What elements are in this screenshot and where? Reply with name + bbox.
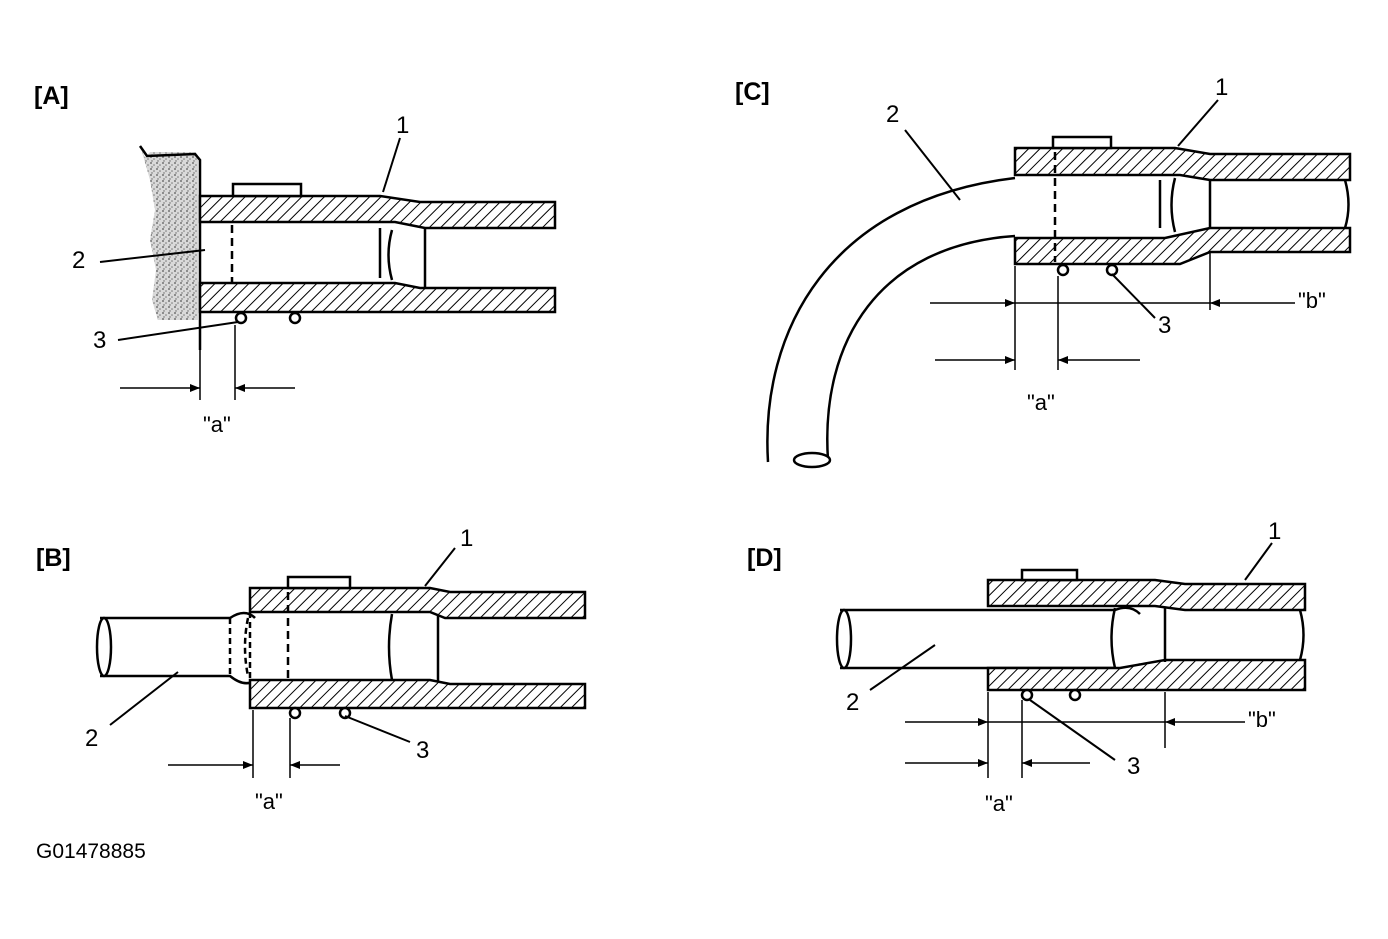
- hose-wall-bottom: [1013, 226, 1352, 266]
- dim-b-label: "b": [1298, 288, 1326, 313]
- panel-a: [99, 137, 557, 400]
- dim-a-label: "a": [255, 789, 283, 814]
- marker-bump: [234, 311, 248, 325]
- leader-3: [1029, 699, 1116, 761]
- leader-2: [904, 129, 961, 201]
- marker-bump: [1068, 688, 1082, 702]
- hose-wall-bottom: [198, 281, 557, 314]
- callout-3: 3: [93, 327, 107, 354]
- panel-d: [835, 542, 1307, 778]
- pipe-end: [835, 608, 853, 670]
- callout-1: 1: [1215, 74, 1229, 101]
- wall-edge: [138, 145, 202, 350]
- hose-wall-bottom: [986, 658, 1307, 692]
- pipe-curve-outer: [766, 176, 1016, 463]
- pipe-end: [95, 616, 113, 678]
- callout-2: 2: [886, 101, 900, 128]
- leader-1: [382, 137, 401, 193]
- pipe-bead: [228, 617, 250, 677]
- callout-3: 3: [1158, 312, 1172, 339]
- leader-3: [344, 715, 411, 743]
- marker-bump: [338, 706, 352, 720]
- dim-a-label: "a": [203, 412, 231, 437]
- marker-bump: [288, 706, 302, 720]
- panel-d-label: [D]: [747, 544, 782, 572]
- pipe-break: [1298, 609, 1305, 661]
- dim-b-label: "b": [1248, 707, 1276, 732]
- marker-bump: [1056, 263, 1070, 277]
- panel-c: [766, 99, 1352, 469]
- pipe-bead: [1110, 607, 1167, 669]
- marker-bump: [1105, 263, 1119, 277]
- pipe-bead: [1158, 177, 1212, 233]
- panel-a-label: [A]: [34, 82, 69, 110]
- hose-wall-bottom: [248, 678, 587, 710]
- panel-c-label: [C]: [735, 78, 770, 106]
- hose-wall-top: [248, 586, 587, 620]
- panel-b: [95, 547, 587, 778]
- callout-1: 1: [396, 112, 410, 139]
- hose-wall-top: [986, 578, 1307, 612]
- callout-2: 2: [85, 725, 99, 752]
- callout-2: 2: [846, 689, 860, 716]
- pipe-curve-inner: [826, 234, 1016, 461]
- marker-bump: [1020, 688, 1034, 702]
- hose-wall-top: [1013, 146, 1352, 182]
- dim-a-label: "a": [985, 791, 1013, 816]
- clamp: [286, 575, 352, 590]
- marker-bump: [288, 311, 302, 325]
- pipe-bead: [387, 613, 440, 682]
- callout-1: 1: [460, 525, 474, 552]
- clamp: [1051, 135, 1113, 150]
- leader-3: [1111, 273, 1156, 319]
- wall-surface: [140, 145, 198, 320]
- leader-2: [109, 671, 179, 726]
- leader-1: [1177, 99, 1219, 147]
- leader-1: [1244, 542, 1273, 581]
- hose-wall-top: [198, 194, 557, 230]
- callout-3: 3: [416, 737, 430, 764]
- pipe-outline: [840, 606, 1141, 672]
- leader-2: [869, 644, 936, 691]
- pipe-break: [1343, 179, 1350, 229]
- callout-1: 1: [1268, 518, 1282, 545]
- clamp: [231, 182, 303, 198]
- leader-3: [117, 321, 239, 341]
- callout-3: 3: [1127, 753, 1141, 780]
- callout-2: 2: [72, 247, 86, 274]
- leader-2: [99, 249, 206, 263]
- dim-a-label: "a": [1027, 390, 1055, 415]
- pipe-bead: [378, 228, 427, 288]
- leader-1: [424, 547, 456, 587]
- figure-code: G01478885: [36, 840, 146, 863]
- panel-b-label: [B]: [36, 544, 71, 572]
- clamp: [1020, 568, 1079, 582]
- pipe-end: [792, 451, 832, 469]
